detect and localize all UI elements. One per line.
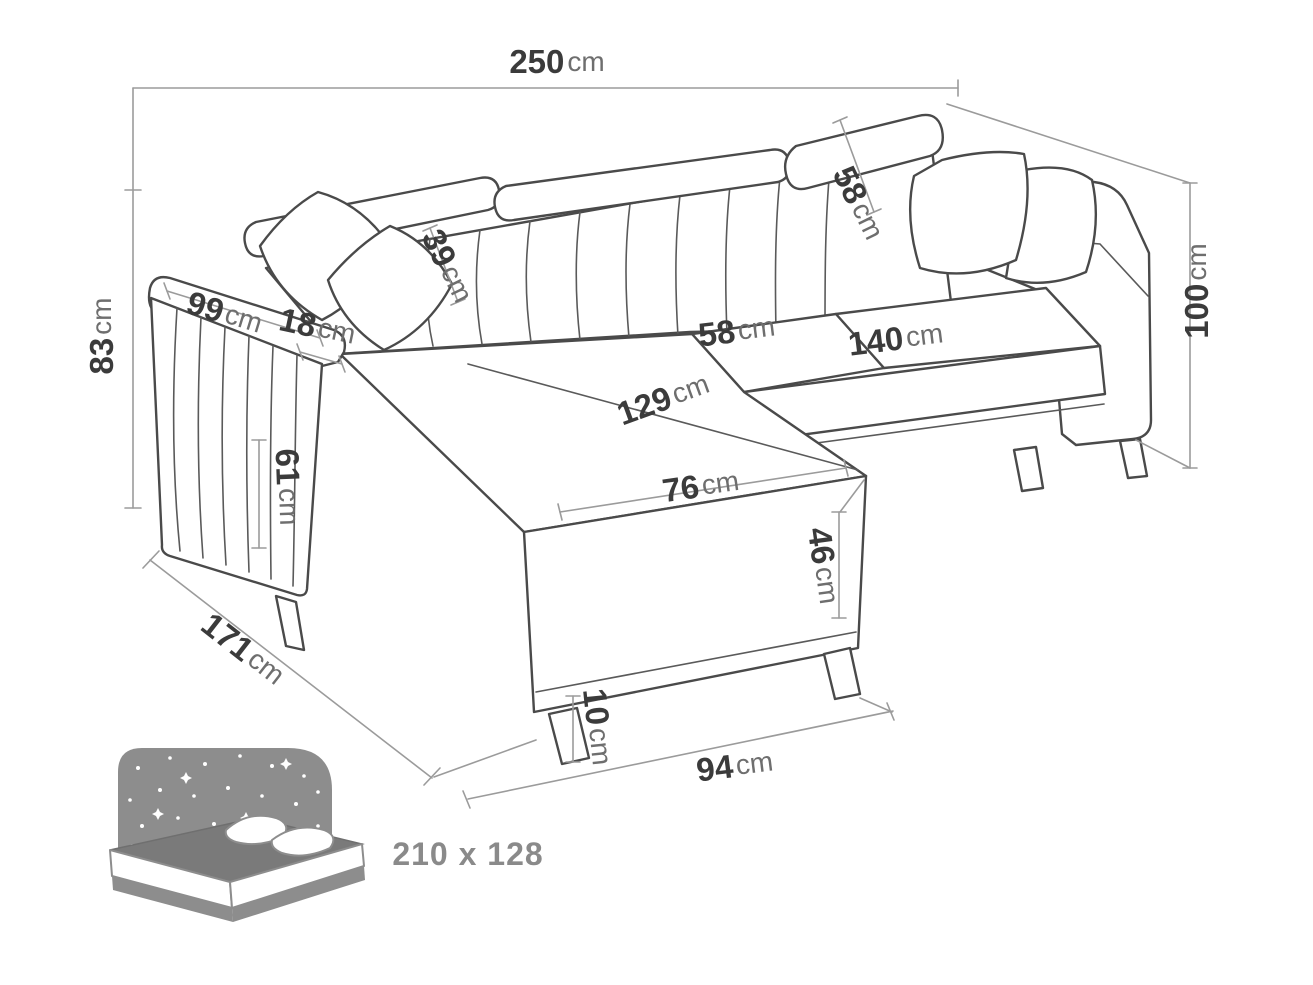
sofa-legs — [274, 437, 1149, 766]
dim-label-armrest-height: 61cm — [269, 448, 309, 526]
dimension-lines — [124, 79, 1198, 809]
chaise-top — [338, 332, 868, 534]
bed-base-front — [112, 876, 233, 922]
headrest-right — [783, 113, 944, 191]
dim-line-171 — [149, 559, 433, 779]
leg-armrest — [274, 594, 306, 652]
leg-right-armrest — [1118, 437, 1149, 480]
dim-ext-100-top — [946, 103, 1191, 184]
chaise-seam — [467, 363, 859, 471]
dim-ext-94 — [859, 697, 893, 713]
dim-label-seat-width: 140cm — [846, 314, 945, 362]
dim-line-58-back — [839, 119, 875, 213]
dim-label-seat-cushion-width: 58cm — [696, 307, 777, 353]
chaise-front-face — [522, 474, 868, 714]
dim-label-total-depth: 171cm — [195, 605, 293, 693]
dim-label-armrest-width: 18cm — [276, 300, 359, 352]
leg-chaise-left — [547, 706, 591, 766]
leg-chaise-right — [822, 646, 862, 701]
headrest-middle — [493, 148, 791, 222]
dim-label-chaise-width: 76cm — [660, 462, 741, 509]
dim-label-leg-height: 10cm — [576, 686, 621, 766]
dim-ext-171 — [433, 739, 537, 778]
bed-pillow-2 — [270, 826, 335, 857]
sleeping-area-label: 210 x 128 — [392, 836, 543, 872]
dim-ext-46 — [839, 479, 865, 513]
dim-line-94 — [467, 710, 894, 800]
dim-ext-100-bottom — [1135, 439, 1191, 469]
bed-base-side — [232, 866, 365, 922]
dim-label-chaise-front-width: 94cm — [694, 742, 775, 788]
sofa-bed-icon — [109, 748, 365, 922]
dim-line-18 — [299, 351, 343, 365]
stars — [128, 754, 320, 848]
chaise-base-rail — [535, 631, 857, 693]
pillow-right-front — [908, 150, 1029, 275]
pillow-left-front — [326, 224, 454, 352]
dim-label-height-left: 83cm — [83, 297, 120, 374]
left-armrest-front — [149, 296, 324, 597]
dim-label-seat-front-height: 46cm — [801, 525, 848, 606]
sofa-outline — [147, 113, 1153, 766]
left-armrest-tufting — [172, 307, 298, 587]
leg-seat — [1012, 445, 1045, 493]
dim-line-39 — [429, 227, 459, 303]
dim-line-76 — [559, 467, 847, 513]
dim-line-99 — [166, 290, 321, 339]
dim-label-height-right: 100cm — [1178, 243, 1215, 338]
